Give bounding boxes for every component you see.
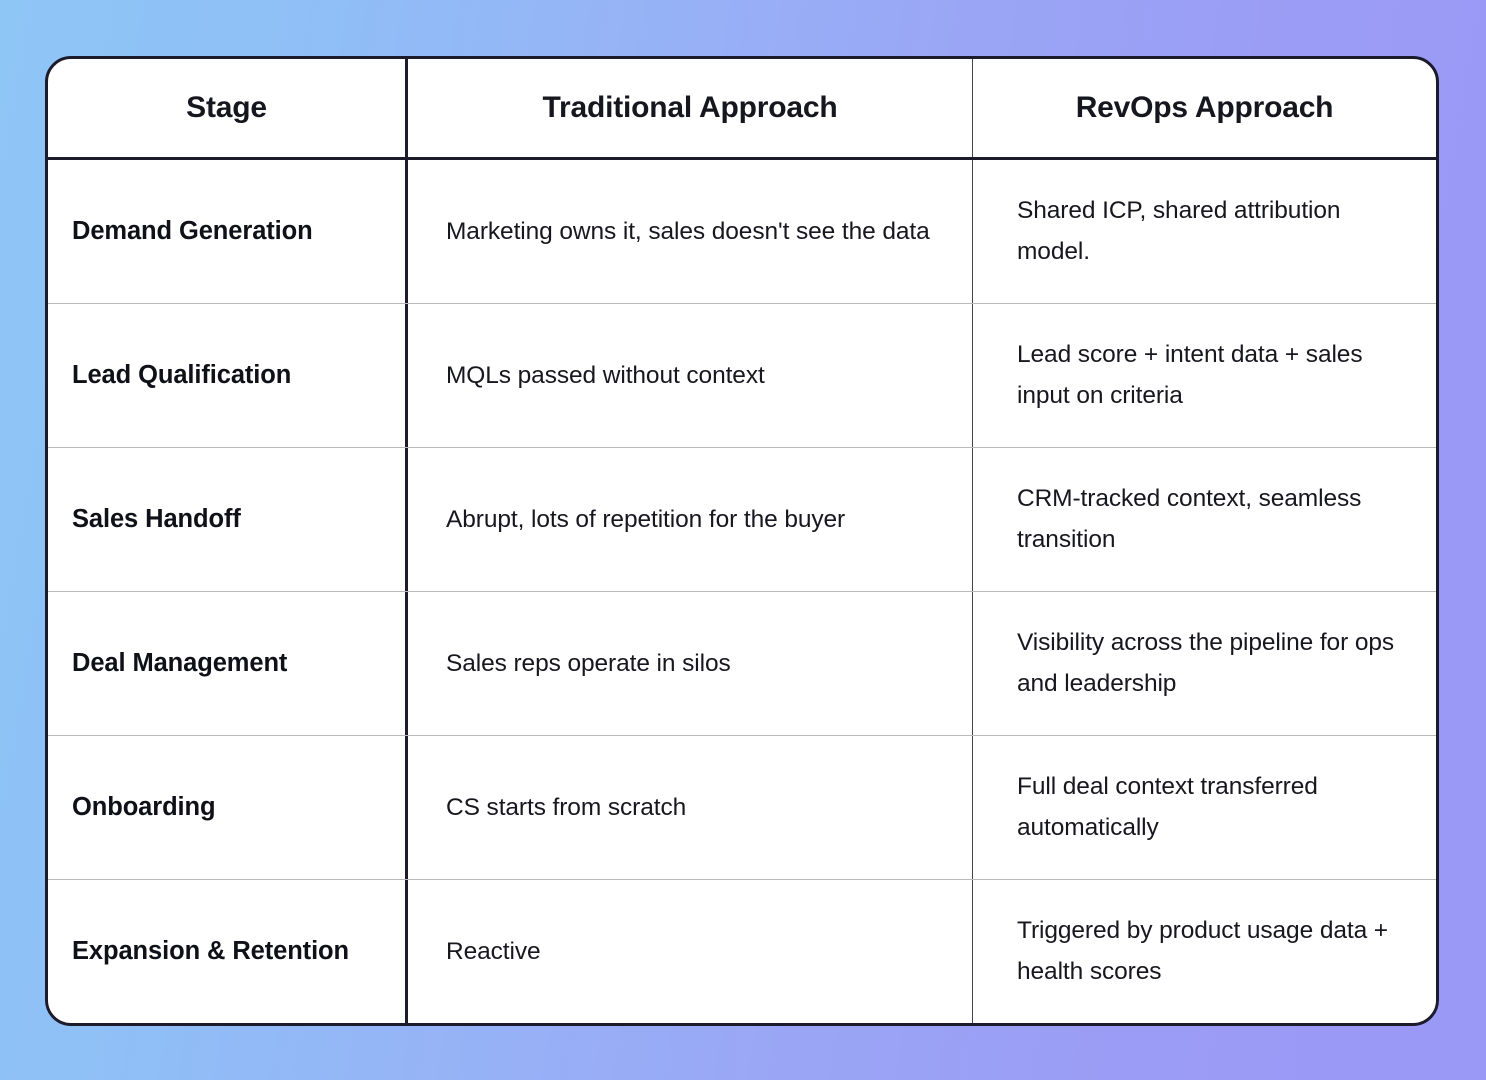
cell-traditional: Abrupt, lots of repetition for the buyer: [408, 448, 973, 591]
cell-stage: Demand Generation: [48, 160, 408, 303]
cell-stage: Expansion & Retention: [48, 880, 408, 1023]
table-row: Onboarding CS starts from scratch Full d…: [48, 736, 1436, 880]
revops-text: Visibility across the pipeline for ops a…: [1017, 628, 1395, 697]
stage-name: Demand Generation: [72, 216, 313, 245]
table-header-row: Stage Traditional Approach RevOps Approa…: [48, 59, 1436, 160]
cell-traditional: Reactive: [408, 880, 973, 1023]
stage-name: Expansion & Retention: [72, 936, 350, 965]
traditional-text: CS starts from scratch: [446, 793, 687, 821]
traditional-text: Abrupt, lots of repetition for the buyer: [446, 505, 846, 533]
column-header-traditional: Traditional Approach: [408, 59, 973, 157]
traditional-text: Reactive: [446, 937, 541, 965]
revops-text: Triggered by product usage data + health…: [1017, 916, 1389, 985]
revops-text: CRM-tracked context, seamless transition: [1017, 484, 1362, 553]
table-row: Deal Management Sales reps operate in si…: [48, 592, 1436, 736]
revops-text: Lead score + intent data + sales input o…: [1017, 340, 1363, 409]
cell-stage: Sales Handoff: [48, 448, 408, 591]
cell-stage: Onboarding: [48, 736, 408, 879]
stage-name: Onboarding: [72, 792, 216, 821]
cell-revops: Triggered by product usage data + health…: [973, 880, 1436, 1023]
cell-traditional: Marketing owns it, sales doesn't see the…: [408, 160, 973, 303]
column-header-traditional-label: Traditional Approach: [542, 91, 838, 124]
stage-name: Deal Management: [72, 648, 288, 677]
cell-revops: Shared ICP, shared attribution model.: [973, 160, 1436, 303]
stage-name: Lead Qualification: [72, 360, 292, 389]
cell-stage: Lead Qualification: [48, 304, 408, 447]
column-header-revops-label: RevOps Approach: [1075, 91, 1334, 124]
revops-text: Full deal context transferred automatica…: [1017, 772, 1318, 841]
table-row: Sales Handoff Abrupt, lots of repetition…: [48, 448, 1436, 592]
column-header-stage: Stage: [48, 59, 408, 157]
column-header-revops: RevOps Approach: [973, 59, 1436, 157]
cell-traditional: CS starts from scratch: [408, 736, 973, 879]
cell-traditional: Sales reps operate in silos: [408, 592, 973, 735]
traditional-text: MQLs passed without context: [446, 361, 765, 389]
cell-traditional: MQLs passed without context: [408, 304, 973, 447]
column-header-stage-label: Stage: [186, 91, 267, 124]
traditional-text: Sales reps operate in silos: [446, 649, 731, 677]
comparison-table-card: Stage Traditional Approach RevOps Approa…: [45, 56, 1439, 1026]
table-row: Lead Qualification MQLs passed without c…: [48, 304, 1436, 448]
traditional-text: Marketing owns it, sales doesn't see the…: [446, 217, 930, 245]
stage-name: Sales Handoff: [72, 504, 241, 533]
cell-revops: Full deal context transferred automatica…: [973, 736, 1436, 879]
revops-text: Shared ICP, shared attribution model.: [1017, 196, 1341, 265]
cell-stage: Deal Management: [48, 592, 408, 735]
cell-revops: Lead score + intent data + sales input o…: [973, 304, 1436, 447]
cell-revops: Visibility across the pipeline for ops a…: [973, 592, 1436, 735]
table-row: Demand Generation Marketing owns it, sal…: [48, 160, 1436, 304]
table-row: Expansion & Retention Reactive Triggered…: [48, 880, 1436, 1023]
cell-revops: CRM-tracked context, seamless transition: [973, 448, 1436, 591]
